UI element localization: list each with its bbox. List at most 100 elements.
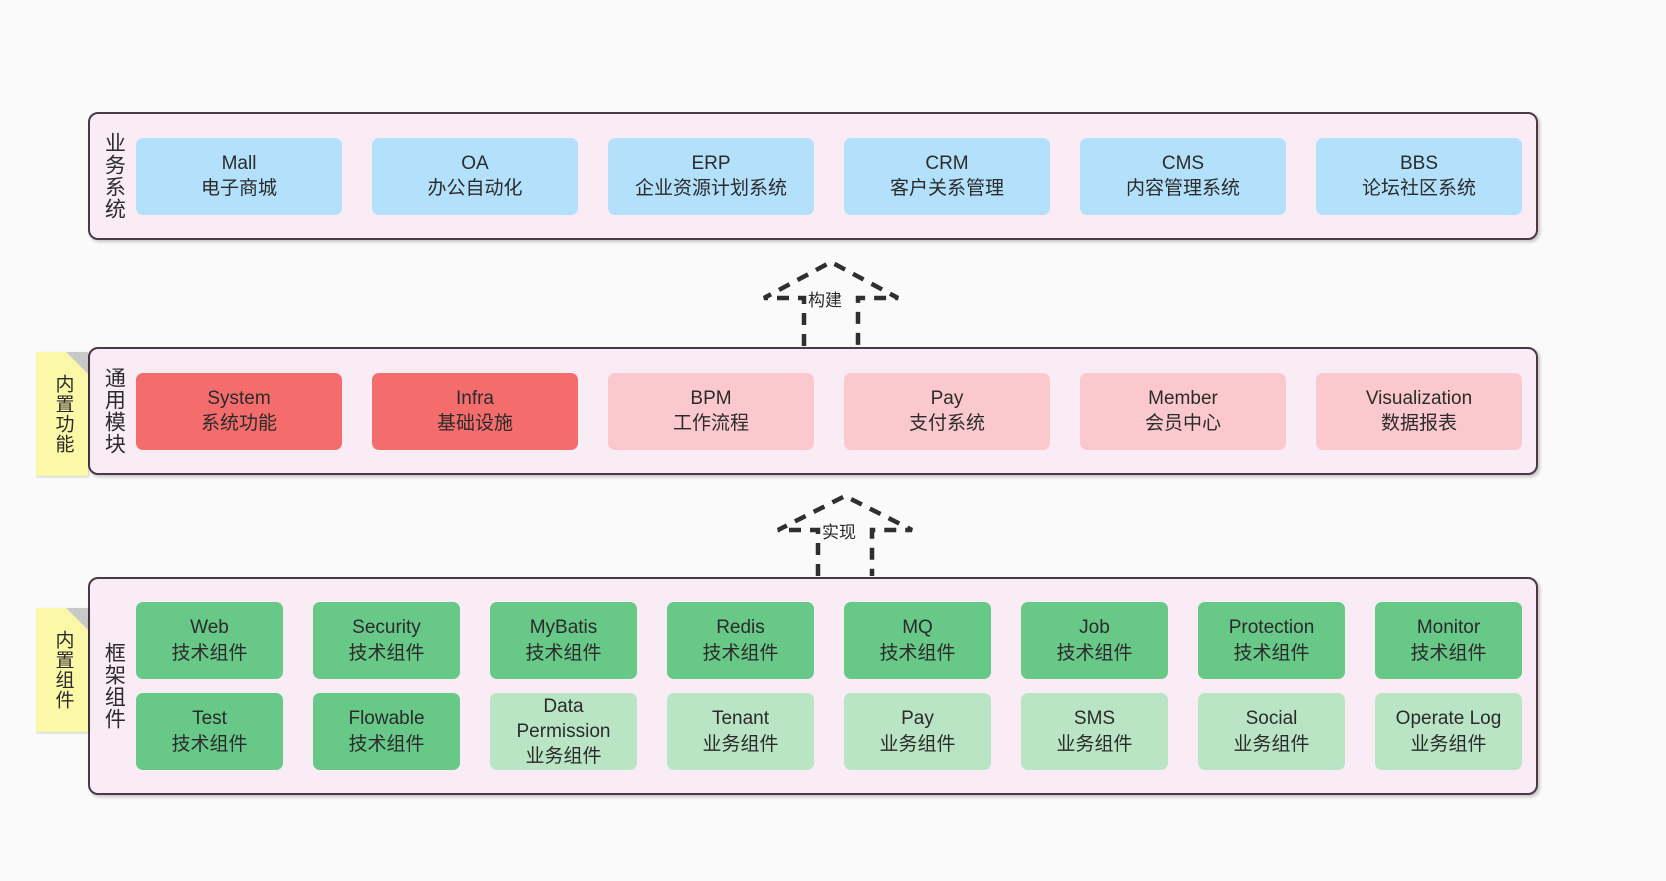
connector-implement-label: 实现 [822,523,856,542]
card-oa[interactable]: OA 办公自动化 [372,137,578,215]
card-gap [283,602,313,679]
connector-build: 构建 [756,258,906,350]
card-title-cn: 技术组件 [171,642,248,664]
card-title-cn: 业务组件 [1056,733,1133,755]
card-gap [1345,693,1375,770]
card-title-cn: 基础设施 [436,413,513,434]
card-title-en: Visualization [1365,387,1473,409]
card-gap [1050,373,1080,450]
card-title-en: Protection [1228,617,1315,639]
card-title-en: Tenant [711,708,770,730]
card-title-cn: 技术组件 [348,733,425,755]
card-gap [342,373,372,450]
card-gap [342,138,372,215]
card-title-cn: 技术组件 [348,642,425,664]
layer-business-title: 业务系统 [102,132,126,220]
card-crm[interactable]: CRM 客户关系管理 [844,137,1050,215]
card-title-cn: 技术组件 [1056,642,1133,664]
card-title-cn: 内容管理系统 [1125,178,1240,199]
card-title-en: ERP [691,152,731,174]
card-title-cn: 业务组件 [1233,733,1310,755]
card-flowable[interactable]: Flowable 技术组件 [313,693,460,770]
card-mybatis[interactable]: MyBatis 技术组件 [490,602,637,679]
card-title-en: Infra [455,387,495,409]
card-title-en: Flowable [348,708,425,730]
card-gap [1286,138,1316,215]
card-gap [814,693,844,770]
card-title-en: System [207,387,271,409]
card-title-cn: 业务组件 [525,746,602,768]
card-infra[interactable]: Infra 基础设施 [372,372,578,450]
card-title-en: Pay [901,708,934,730]
card-title-cn: 技术组件 [525,642,602,664]
card-title-cn: 电子商城 [200,178,277,199]
card-title-cn: 支付系统 [908,413,985,434]
card-job[interactable]: Job 技术组件 [1021,602,1168,679]
card-gap [578,138,608,215]
card-pay[interactable]: Pay 业务组件 [844,693,991,770]
layer-common-title: 通用模块 [102,367,126,455]
card-member[interactable]: Member 会员中心 [1080,372,1286,450]
card-title-cn: 业务组件 [879,733,956,755]
sticky-note-builtin-features-label: 内置功能 [52,374,74,454]
card-gap [1168,602,1198,679]
card-gap [283,693,313,770]
card-title-en: Test [192,708,227,730]
card-title-cn: 技术组件 [1233,642,1310,664]
card-title-cn: 技术组件 [702,642,779,664]
card-gap [1050,138,1080,215]
sticky-note-builtin-components: 内置组件 [36,608,88,732]
card-protection[interactable]: Protection 技术组件 [1198,602,1345,679]
sticky-fold-icon [66,608,88,630]
card-gap [637,602,667,679]
card-title-cn: 会员中心 [1144,413,1221,434]
card-title-cn: 客户关系管理 [889,178,1004,199]
card-gap [578,373,608,450]
card-gap [1286,373,1316,450]
card-gap [991,693,1021,770]
card-title-en: CRM [925,152,969,174]
card-gap [460,693,490,770]
card-title-cn: 数据报表 [1380,413,1457,434]
card-title-en: MyBatis [529,617,598,639]
card-title-cn: 业务组件 [1410,733,1487,755]
card-gap [814,602,844,679]
card-visualization[interactable]: Visualization 数据报表 [1316,372,1522,450]
card-title-en: Monitor [1416,617,1481,639]
card-title-en: Member [1148,387,1218,409]
sticky-note-builtin-features: 内置功能 [36,352,88,476]
sticky-fold-icon [66,352,88,374]
card-title-en: MQ [902,617,933,639]
card-title-en: OA [461,152,489,174]
card-title-en: Job [1079,617,1110,639]
card-title-cn: 办公自动化 [427,178,523,199]
card-gap [814,373,844,450]
